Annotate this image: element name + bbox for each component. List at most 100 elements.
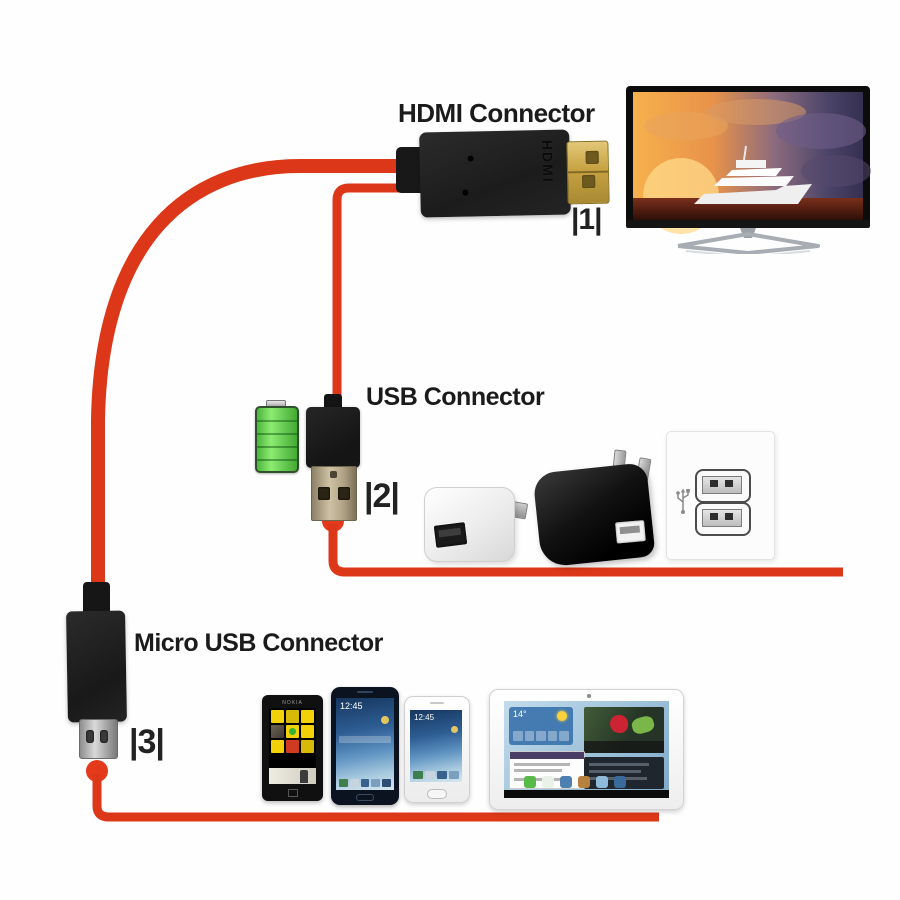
- forecast-cell: [524, 731, 535, 741]
- battery-segment: [257, 459, 297, 461]
- wall-plate-usb-port: [695, 502, 751, 536]
- usb-port-pin: [710, 480, 718, 487]
- tv-cloud: [706, 99, 806, 125]
- cube-charger-usb-port: [433, 522, 468, 548]
- wall-plate-usb-metal: [702, 509, 742, 527]
- usb-port-pin: [725, 480, 733, 487]
- tablet-status-bar: [504, 790, 669, 798]
- usb-plug-hole: [330, 471, 337, 478]
- mega-app-icon: [371, 779, 381, 787]
- tablet-news-header: [510, 752, 584, 759]
- tablet-app-row: [524, 776, 626, 788]
- hdmi-plug-pin: [582, 174, 596, 189]
- mega-app-icon: [360, 779, 370, 787]
- tablet-weather-temp: 14°: [513, 709, 527, 719]
- tablet-screen: 14°: [504, 701, 669, 798]
- black-charger: [532, 462, 656, 568]
- lumia-tile: [286, 725, 299, 738]
- hdmi-marker: |1|: [571, 203, 603, 236]
- tv-cloud: [776, 113, 866, 149]
- usb-marker: |2|: [364, 477, 400, 515]
- cube-charger-usb-tongue: [438, 527, 462, 538]
- galaxy-mega-phone: 12:45: [331, 687, 399, 805]
- lumia-photo-person: [300, 770, 308, 783]
- forecast-cell: [513, 731, 523, 741]
- usb-connector-label: USB Connector: [366, 383, 545, 411]
- mega-home-button: [356, 794, 374, 801]
- mega-app-row: [339, 779, 391, 787]
- black-charger-usb-port: [615, 520, 646, 544]
- hdmi-screw-hole: [462, 189, 469, 196]
- tv-yacht: [694, 145, 812, 204]
- galaxy-tablet: 14°: [489, 689, 684, 810]
- wall-plate-usb-metal: [702, 476, 742, 494]
- tablet-media-bar: [584, 741, 664, 753]
- tablet-weather-widget: 14°: [509, 707, 573, 745]
- tablet-list-line: [589, 763, 649, 766]
- usb-plug-metal: [311, 466, 357, 521]
- battery-segment: [257, 433, 297, 435]
- white-phone-screen: 12:45: [410, 710, 462, 782]
- usb-connector-body: [306, 407, 360, 468]
- tablet-app-icon: [560, 776, 572, 788]
- tv-stand: [677, 228, 820, 259]
- mega-app-icon: [382, 779, 391, 787]
- battery-segment: [257, 446, 297, 448]
- lumia-tile: [286, 740, 299, 753]
- tv-svg: [626, 86, 871, 259]
- tablet-weather-forecast-row: [513, 731, 569, 741]
- micro-usb-plug-metal: [79, 719, 118, 759]
- hdmi-plug-gold: [566, 140, 610, 205]
- mega-screen: 12:45: [336, 698, 394, 790]
- micro-usb-marker: |3|: [129, 723, 165, 761]
- mega-weather-icon: [381, 716, 389, 724]
- tv-sea: [633, 198, 863, 220]
- tablet-app-icon: [596, 776, 608, 788]
- tv-bottom-bezel: [626, 220, 870, 228]
- black-charger-usb-tongue: [619, 525, 641, 535]
- wall-plate-usb-port: [695, 469, 751, 503]
- mega-app-icon: [349, 779, 359, 787]
- micro-usb-connector-body: [66, 610, 127, 723]
- cable-dot-micro: [86, 760, 108, 782]
- hdmi-connector-label: HDMI Connector: [398, 98, 595, 128]
- micro-usb-slot: [86, 730, 94, 743]
- white-phone-app-icon: [449, 771, 459, 779]
- white-phone-app-icon: [413, 771, 423, 779]
- usb-plug-slot: [318, 487, 330, 500]
- tv-cloud: [644, 112, 728, 140]
- usb-plug-slot: [338, 487, 350, 500]
- lumia-brand-text: NOKIA: [282, 700, 303, 706]
- usb-wall-plate: [666, 431, 775, 560]
- usb-port-pin: [725, 513, 733, 520]
- tablet-app-icon: [614, 776, 626, 788]
- cable-main: [91, 159, 437, 599]
- battery-icon: [255, 406, 299, 473]
- tablet-news-line: [514, 769, 562, 772]
- forecast-cell: [547, 731, 558, 741]
- lumia-tile: [301, 740, 314, 753]
- usb-strain-relief: [324, 394, 342, 411]
- hdmi-plug-pin: [585, 150, 599, 165]
- micro-usb-slot: [100, 730, 108, 743]
- lumia-tile: [271, 725, 284, 738]
- white-phone-app-icon: [437, 771, 447, 779]
- lumia-windows-key: [287, 789, 298, 797]
- tablet-news-line: [514, 778, 568, 781]
- tablet-camera: [586, 694, 591, 698]
- mega-search-bar: [339, 736, 391, 743]
- hdmi-connector-body: HDMI: [419, 129, 571, 218]
- white-samsung-phone: 12:45: [404, 696, 470, 803]
- white-phone-app-icon: [425, 771, 435, 779]
- usb-trident-icon: [676, 488, 690, 514]
- mega-speaker: [357, 691, 373, 693]
- lumia-tile: [286, 710, 299, 723]
- tablet-app-icon: [542, 776, 554, 788]
- tablet-news-line: [514, 763, 570, 766]
- tablet-media-widget: [584, 707, 664, 753]
- tv: [626, 86, 874, 259]
- white-phone-weather-icon: [451, 726, 458, 733]
- tv-cloud: [801, 155, 871, 187]
- tablet-list-line: [589, 770, 641, 773]
